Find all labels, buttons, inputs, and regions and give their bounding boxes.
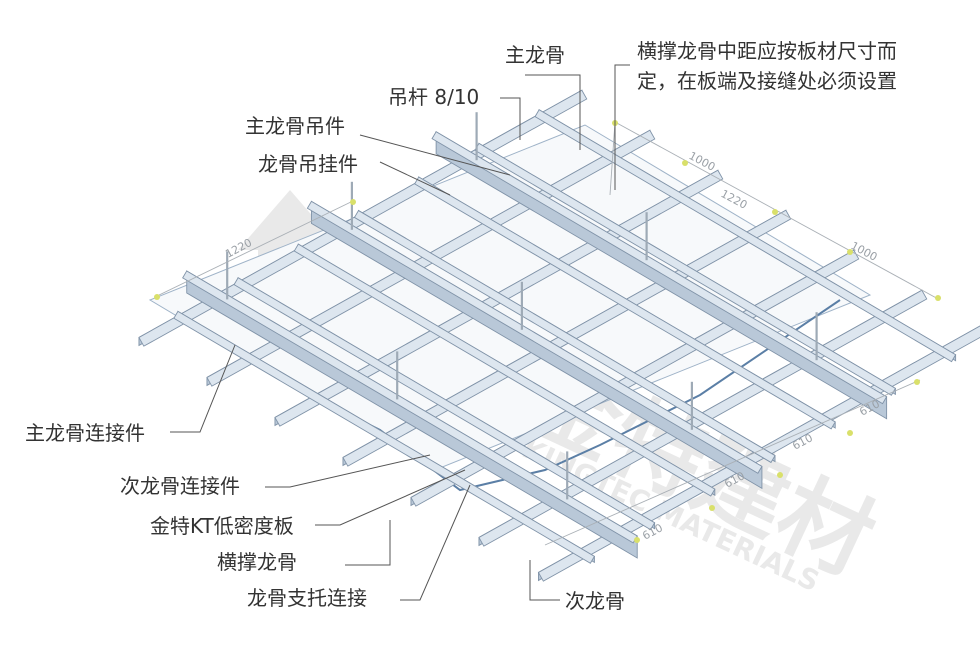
label-main-keel-hanger: 主龙骨吊件 [245, 114, 345, 138]
cross-brace-keel-1-top [233, 277, 656, 531]
label-hanger-rod: 吊杆 8/10 [388, 85, 479, 109]
main-keel-0-top [182, 270, 638, 544]
label-main-keel-connector: 主龙骨连接件 [25, 421, 145, 445]
keel-grid [138, 89, 980, 582]
main-keel-1-top [306, 200, 763, 474]
label-keel-hanger: 龙骨吊挂件 [258, 152, 358, 176]
leader-lines [170, 64, 630, 601]
label-cross-brace-note-1: 横撑龙骨中距应按板材尺寸而 [637, 39, 897, 63]
label-main-keel: 主龙骨 [505, 43, 565, 67]
main-keel-2-top [431, 131, 888, 405]
cross-brace-keel-6-top [534, 109, 957, 363]
hanger-rods [226, 112, 818, 500]
callout-labels: 主龙骨 横撑龙骨中距应按板材尺寸而 定，在板端及接缝处必须设置 吊杆 8/10 … [25, 39, 897, 613]
label-kt-board: 金特KT低密度板 [150, 514, 294, 538]
dim-left: 1220 [223, 236, 254, 261]
cross-brace-keel-2-top [293, 243, 716, 497]
cross-brace-keel-0-top [173, 310, 596, 564]
label-cross-brace-note-2: 定，在板端及接缝处必须设置 [637, 69, 897, 93]
label-cross-brace-keel: 横撑龙骨 [217, 550, 297, 574]
cross-brace-keel-3-top [353, 209, 776, 464]
label-secondary-keel: 次龙骨 [565, 589, 625, 613]
label-keel-support-connector: 龙骨支托连接 [247, 586, 367, 610]
label-secondary-keel-connector: 次龙骨连接件 [120, 474, 240, 498]
